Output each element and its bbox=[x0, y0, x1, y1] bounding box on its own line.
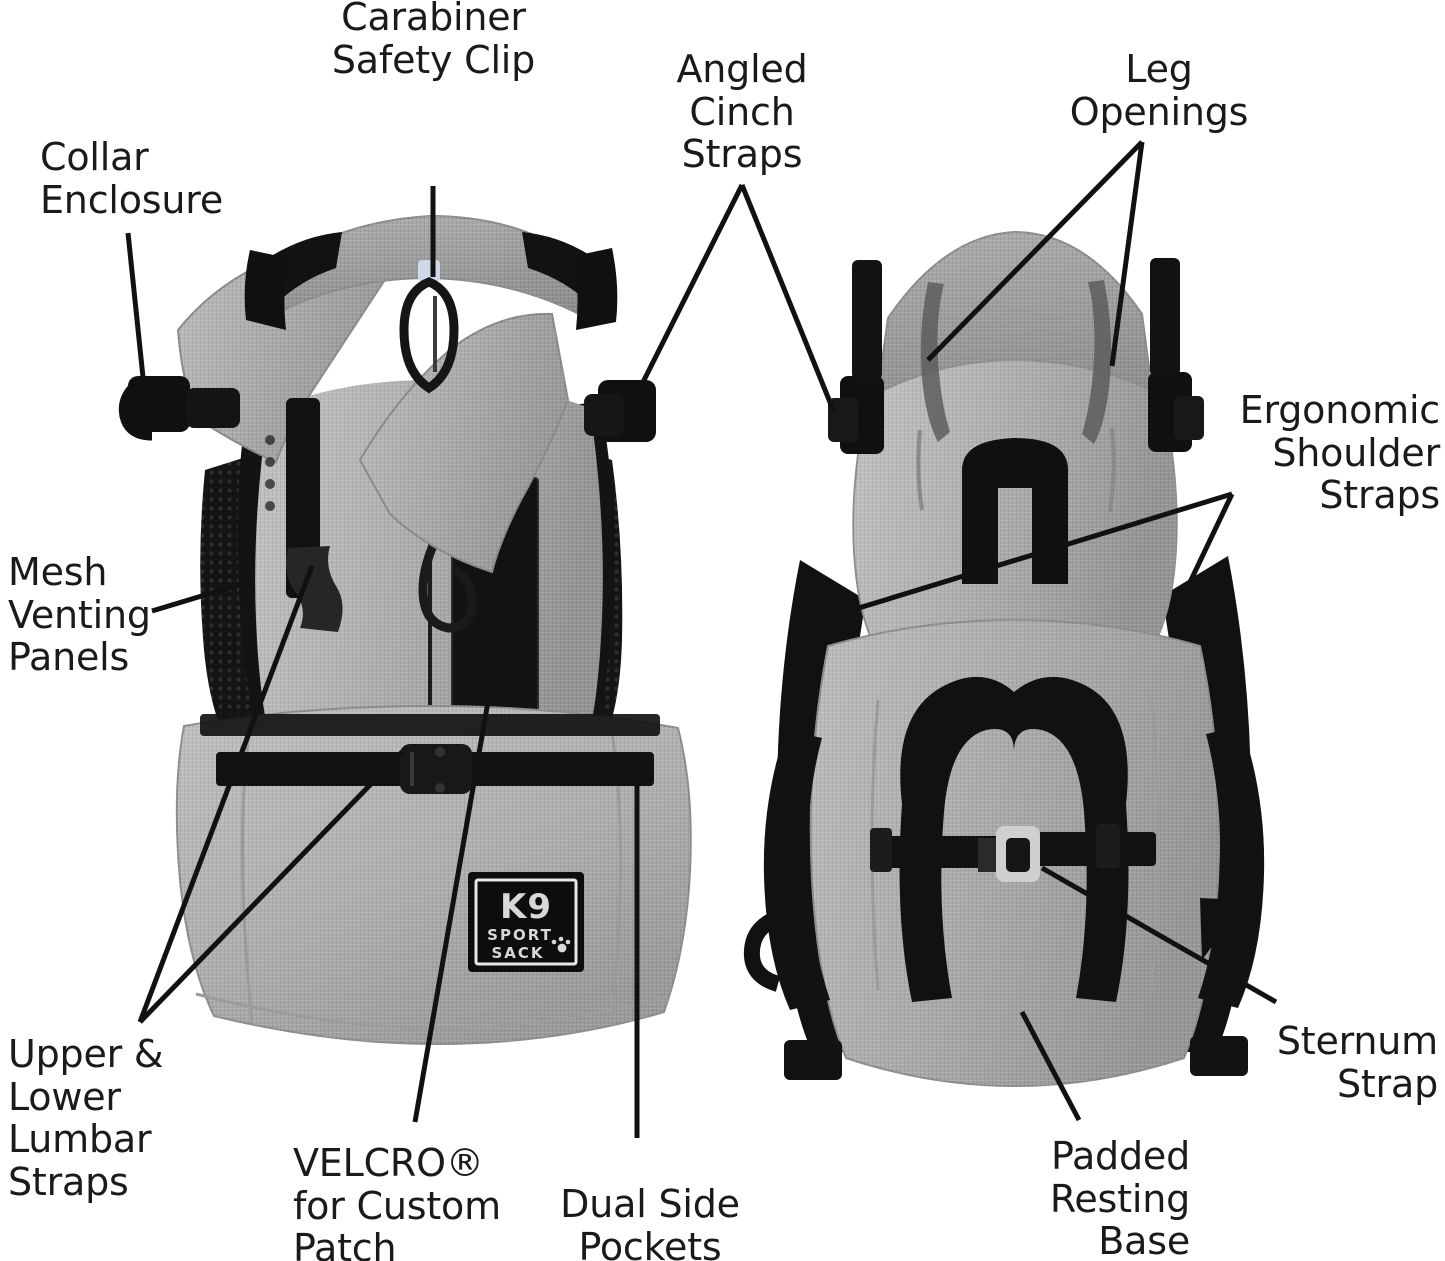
label-leg-openings: Leg Openings bbox=[1069, 47, 1249, 134]
leader-sternum-strap bbox=[1040, 865, 1278, 1005]
right-notch-detail bbox=[1200, 898, 1246, 960]
svg-text:SPORT: SPORT bbox=[487, 926, 553, 944]
label-mesh-venting-panels: Mesh Venting Panels bbox=[8, 550, 151, 680]
sternum-strap bbox=[870, 824, 1156, 882]
leg-opening-left bbox=[920, 282, 950, 442]
leader-leg-opening-right bbox=[1109, 141, 1145, 367]
lower-lumbar-strap bbox=[216, 744, 654, 794]
leader-leg-opening-left bbox=[926, 140, 1144, 362]
svg-text:K9: K9 bbox=[500, 887, 552, 927]
leader-lines bbox=[125, 140, 1278, 1138]
head-rest-notch bbox=[962, 438, 1068, 584]
leader-lumbar-lower bbox=[137, 565, 315, 1023]
lumbar-buckle-icon bbox=[400, 744, 472, 794]
leg-opening-right-seam bbox=[1108, 427, 1116, 513]
label-carabiner-safety-clip: Carabiner Safety Clip bbox=[331, 0, 536, 82]
label-velcro-for-custom-patch: VELCRO® for Custom Patch bbox=[293, 1141, 501, 1261]
leader-cinch-left bbox=[621, 183, 745, 422]
angled-cinch-strap-right bbox=[574, 248, 656, 442]
paw-print-icon bbox=[551, 936, 571, 953]
label-upper-lower-lumbar-straps: Upper & Lower Lumbar Straps bbox=[8, 1032, 164, 1204]
back-left-wing bbox=[763, 730, 830, 1010]
sternum-buckle-icon bbox=[978, 826, 1040, 882]
back-right-seam bbox=[1150, 699, 1160, 991]
grab-loop bbox=[743, 908, 787, 992]
label-sternum-strap: Sternum Strap bbox=[1276, 1019, 1438, 1106]
leg-opening-right bbox=[1082, 280, 1112, 444]
leader-lumbar-upper bbox=[138, 750, 404, 1024]
label-dual-side-pockets: Dual Side Pockets bbox=[560, 1182, 740, 1261]
label-padded-resting-base: Padded Resting Base bbox=[1049, 1134, 1190, 1261]
front-left-ladder-detail bbox=[265, 435, 275, 511]
front-view: K9 SPORT SACK bbox=[118, 214, 692, 1046]
strap-tail-right bbox=[1190, 1036, 1248, 1076]
leader-shoulder-strap-right bbox=[1169, 492, 1235, 622]
back-view bbox=[743, 230, 1265, 1088]
leader-collar-enclosure bbox=[125, 232, 149, 407]
svg-text:SACK: SACK bbox=[491, 944, 544, 962]
collar-flap-right-weave bbox=[360, 313, 568, 572]
brand-patch: K9 SPORT SACK bbox=[468, 872, 584, 972]
zipper-pull-loop bbox=[418, 543, 477, 633]
back-cinch-right bbox=[1148, 258, 1204, 452]
leader-mesh-venting bbox=[151, 579, 249, 614]
label-ergonomic-shoulder-straps: Ergonomic Shoulder Straps bbox=[1239, 388, 1441, 518]
leader-cinch-right bbox=[739, 184, 837, 413]
label-collar-enclosure: Collar Enclosure bbox=[40, 135, 224, 222]
upper-lumbar-strap bbox=[200, 714, 660, 736]
back-cinch-left bbox=[828, 260, 884, 454]
leader-shoulder-strap-left bbox=[825, 491, 1233, 621]
base-seam bbox=[195, 992, 669, 1030]
leg-opening-left-seam bbox=[916, 429, 924, 511]
leader-velcro-patch bbox=[412, 643, 501, 1123]
strap-tail-left bbox=[784, 1040, 842, 1080]
leader-padded-resting-base bbox=[1019, 1010, 1082, 1122]
front-left-webbing bbox=[286, 398, 343, 632]
padded-contour bbox=[899, 676, 1129, 1002]
label-angled-cinch-straps: Angled Cinch Straps bbox=[676, 47, 808, 177]
